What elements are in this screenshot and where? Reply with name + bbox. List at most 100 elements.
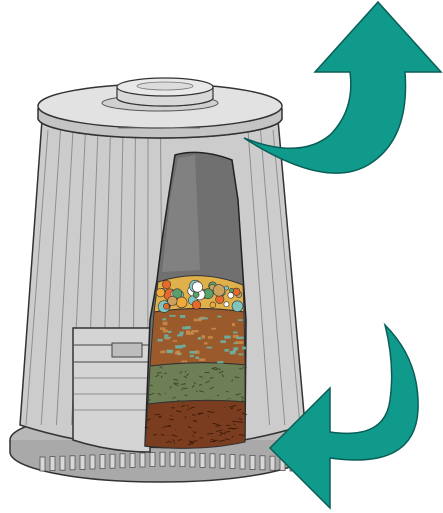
compost-fleck — [173, 340, 178, 342]
green-matter-layer — [148, 363, 245, 404]
compost-fleck — [233, 347, 238, 350]
scrap-piece — [224, 302, 229, 307]
compost-fleck — [182, 327, 188, 330]
green-fleck — [213, 367, 217, 368]
compost-fleck — [163, 322, 168, 325]
compost-fleck — [204, 342, 208, 344]
compost-fleck — [175, 352, 181, 354]
compost-fleck — [242, 347, 246, 350]
green-fleck — [165, 393, 166, 394]
bin-lid — [38, 78, 282, 138]
scrap-piece — [192, 282, 202, 292]
compost-fleck — [158, 339, 163, 342]
compost-fleck — [190, 355, 194, 357]
soil-fleck — [210, 441, 216, 442]
compost-fleck — [175, 345, 182, 348]
compost-fleck — [238, 354, 243, 356]
compost-fleck — [207, 347, 212, 349]
compost-fleck — [211, 328, 216, 330]
base-tooth — [80, 455, 85, 469]
base-tooth — [260, 456, 265, 470]
compost-fleck — [180, 332, 184, 335]
compost-fleck — [164, 337, 171, 339]
base-tooth — [200, 453, 205, 467]
base-tooth — [50, 457, 55, 471]
compost-fleck — [177, 334, 183, 336]
scrap-piece — [176, 297, 187, 308]
scrap-piece — [232, 301, 243, 312]
scrap-piece — [168, 296, 178, 306]
compost-fleck — [203, 318, 208, 320]
base-tooth — [140, 453, 145, 467]
compost-fleck — [160, 327, 165, 330]
compost-fleck — [208, 336, 213, 339]
compost-fleck — [220, 340, 226, 343]
base-tooth — [150, 453, 155, 467]
compost-fleck — [191, 330, 198, 332]
base-tooth — [250, 455, 255, 469]
soil-fleck — [145, 427, 149, 428]
base-tooth — [120, 454, 125, 468]
compost-fleck — [238, 319, 243, 321]
compost-fleck — [194, 319, 202, 322]
base-tooth — [190, 453, 195, 467]
scrap-piece — [224, 286, 228, 290]
compost-fleck — [201, 335, 205, 338]
scrap-piece — [156, 288, 165, 297]
outflow-arrow — [244, 2, 441, 173]
compost-fleck — [181, 361, 187, 363]
base-tooth — [160, 452, 165, 466]
compost-fleck — [189, 351, 196, 354]
green-fleck — [157, 373, 162, 374]
base-tooth — [100, 455, 105, 469]
base-tooth — [110, 454, 115, 468]
green-fleck — [226, 391, 228, 392]
compost-fleck — [162, 318, 166, 320]
soil-fleck — [187, 410, 188, 411]
scrap-piece — [213, 285, 225, 297]
base-tooth — [220, 454, 225, 468]
base-tooth — [90, 455, 95, 469]
soil-fleck — [149, 419, 150, 420]
compost-fleck — [160, 351, 165, 354]
hatch-handle — [112, 343, 142, 357]
compost-fleck — [167, 350, 173, 353]
scrap-piece — [162, 280, 170, 288]
compost-fleck — [168, 331, 172, 333]
compost-fleck — [164, 334, 168, 336]
compost-fleck — [217, 361, 223, 363]
compost-fleck — [199, 359, 205, 361]
base-tooth — [70, 456, 75, 470]
green-fleck — [182, 389, 183, 391]
compost-fleck — [236, 337, 243, 339]
compost-fleck — [224, 336, 231, 339]
compost-fleck — [233, 332, 237, 334]
base-tooth — [170, 452, 175, 466]
compost-fleck — [198, 337, 201, 340]
hatch-door — [73, 328, 150, 452]
base-tooth — [210, 454, 215, 468]
scrap-piece — [192, 301, 201, 310]
base-tooth — [130, 453, 135, 467]
compost-fleck — [225, 349, 229, 352]
scrap-piece — [230, 288, 234, 292]
base-tooth — [40, 457, 45, 471]
scrap-piece — [210, 302, 216, 308]
green-fleck — [181, 384, 186, 385]
compost-fleck — [196, 357, 200, 359]
base-tooth — [270, 456, 275, 470]
base-tooth — [180, 453, 185, 467]
compost-fleck — [232, 323, 235, 326]
base-tooth — [60, 456, 65, 470]
compost-fleck — [169, 315, 175, 317]
compost-fleck — [182, 345, 185, 348]
compost-fleck — [234, 342, 237, 344]
compost-fleck — [180, 315, 185, 318]
curved-arrow-up-right-icon — [244, 2, 441, 173]
soil-fleck — [207, 433, 213, 434]
compost-fleck — [217, 316, 221, 318]
base-tooth — [240, 455, 245, 469]
compost-fleck — [230, 351, 236, 354]
